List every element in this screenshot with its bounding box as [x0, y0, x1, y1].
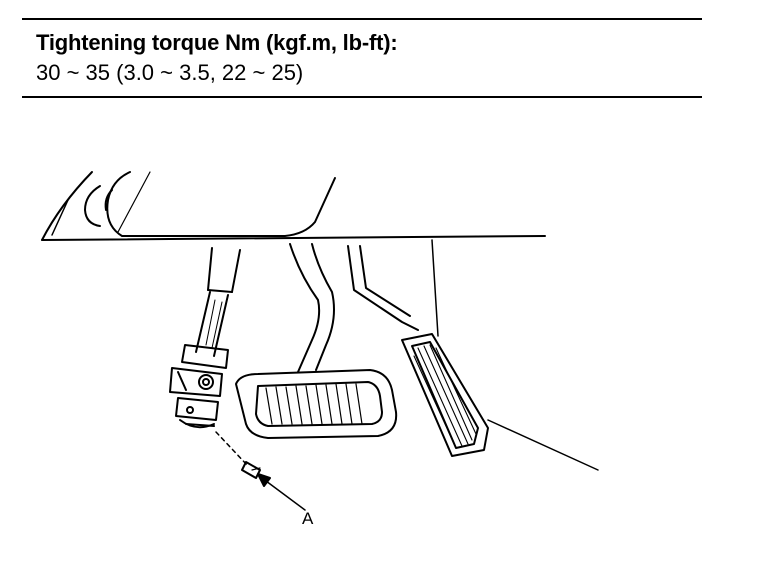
accelerator-pedal-arm — [347, 245, 419, 331]
steering-column-shaft — [195, 247, 241, 357]
universal-joint — [169, 344, 229, 429]
callout-a-label: A — [302, 509, 314, 528]
brake-pedal-pad — [235, 369, 398, 439]
top-rule — [22, 18, 702, 20]
accelerator-pedal-pad — [401, 333, 489, 457]
brake-pedal-arm — [289, 243, 335, 373]
floor-line — [431, 239, 599, 471]
torque-spec-title: Tightening torque Nm (kgf.m, lb-ft): — [36, 30, 398, 55]
bottom-rule — [22, 96, 702, 98]
callout-a-leader — [257, 473, 306, 511]
bolt-a — [215, 431, 261, 479]
dashboard-lower-panel — [41, 171, 546, 241]
torque-spec-value: 30 ~ 35 (3.0 ~ 3.5, 22 ~ 25) — [36, 60, 304, 85]
